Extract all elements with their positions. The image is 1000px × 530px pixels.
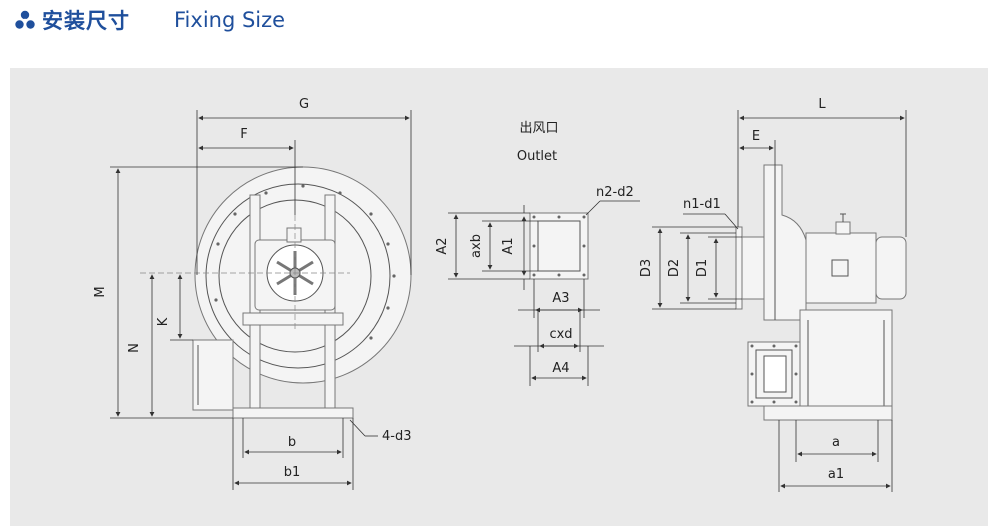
section-title-cn: 安装尺寸 xyxy=(42,9,130,33)
dim-label-d2: D2 xyxy=(667,259,682,277)
dim-label-f: F xyxy=(240,127,247,142)
outlet-opening xyxy=(537,220,581,272)
dim-label-axb: axb xyxy=(469,234,484,258)
dim-label-n1d1: n1-d1 xyxy=(683,197,721,212)
side-terminal-box xyxy=(835,221,851,235)
dim-label-a4: A4 xyxy=(552,361,569,376)
outlet-flange xyxy=(529,212,589,280)
inlet-flange xyxy=(735,226,743,310)
dim-label-k: K xyxy=(156,317,171,326)
dim-label-a1-side: a1 xyxy=(828,467,844,482)
dim-label-n: N xyxy=(127,343,142,353)
motor-bracket xyxy=(242,312,344,326)
section-title-en: Fixing Size xyxy=(174,8,286,32)
fan-logo-icon xyxy=(15,10,35,29)
outlet-view: 出风口 Outlet n2-d2 A2 axb A1 A xyxy=(435,121,640,386)
terminal-box xyxy=(286,227,302,243)
outlet-title-en: Outlet xyxy=(517,149,557,164)
side-motor-body xyxy=(805,232,877,304)
volute-side xyxy=(763,164,807,321)
side-support-frame xyxy=(799,309,893,421)
outlet-title-cn: 出风口 xyxy=(519,121,558,136)
dim-label-d1: D1 xyxy=(695,259,710,277)
volute-inner xyxy=(205,183,391,369)
dim-label-a3: A3 xyxy=(552,291,569,306)
side-base xyxy=(763,405,893,421)
inlet-duct xyxy=(741,236,765,300)
dim-label-d3: 4-d3 xyxy=(382,429,412,444)
dim-label-a1: A1 xyxy=(501,237,516,254)
dim-label-m: M xyxy=(93,286,108,297)
page-header: 安装尺寸 Fixing Size xyxy=(14,6,285,34)
front-outlet-stub xyxy=(192,339,234,411)
dim-label-g: G xyxy=(299,97,309,112)
dim-label-cxd: cxd xyxy=(549,327,572,342)
dim-label-d3-side: D3 xyxy=(639,259,654,277)
dim-label-a: a xyxy=(832,435,840,450)
motor-end-cap xyxy=(875,236,907,300)
dim-label-b: b xyxy=(288,435,296,450)
dim-label-l: L xyxy=(818,97,826,112)
dim-label-b1: b1 xyxy=(284,465,301,480)
dim-label-e: E xyxy=(752,129,760,144)
front-base xyxy=(232,407,354,419)
side-view: L E n1-d1 D3 D2 D1 a a1 xyxy=(639,97,907,492)
dim-label-a2: A2 xyxy=(435,237,450,254)
front-view: G F M N K b b1 4-d3 xyxy=(93,97,412,490)
dim-label-n2d2: n2-d2 xyxy=(596,185,634,200)
